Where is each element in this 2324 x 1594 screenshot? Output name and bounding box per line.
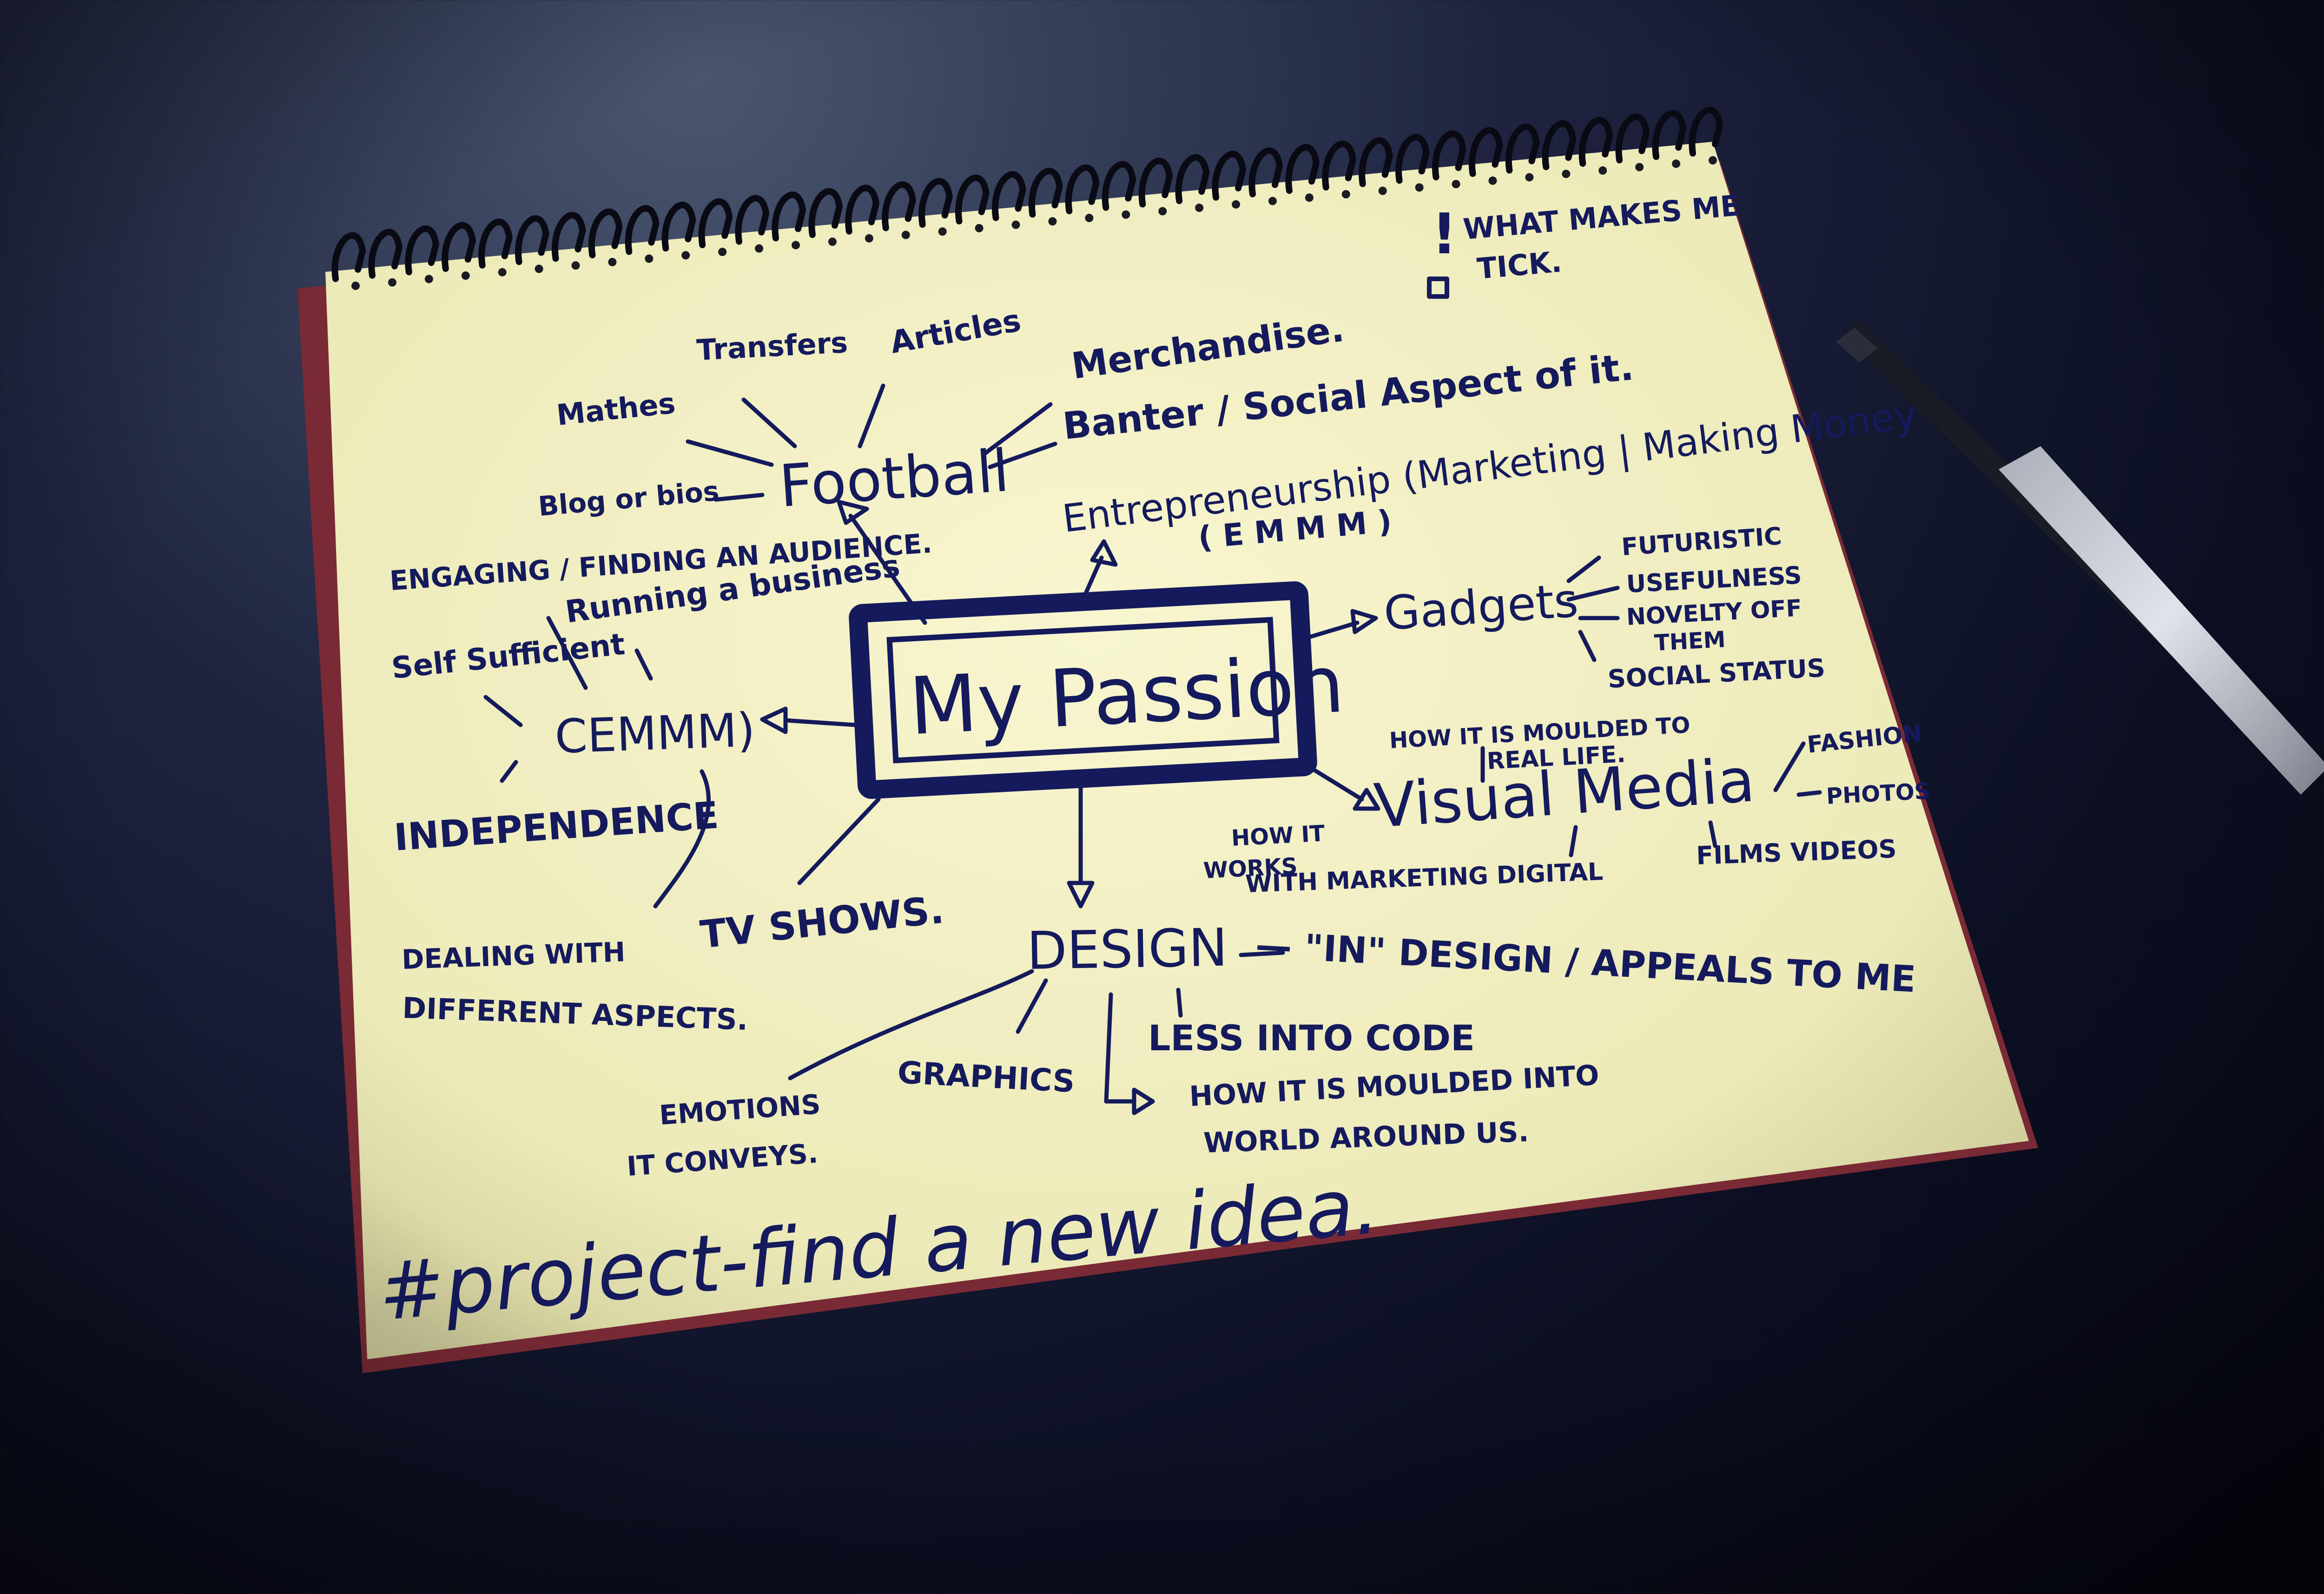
design-label: DESIGN bbox=[1026, 917, 1228, 981]
spiral-hole bbox=[1232, 200, 1241, 209]
spiral-hole bbox=[755, 244, 764, 253]
spiral-hole bbox=[608, 257, 617, 266]
spiral-hole bbox=[1525, 173, 1534, 182]
spiral-hole bbox=[388, 278, 396, 287]
svg-text:!: ! bbox=[1432, 202, 1457, 267]
spiral-hole bbox=[498, 268, 507, 277]
spiral-hole bbox=[1085, 214, 1094, 223]
gadgets-them: THEM bbox=[1654, 626, 1726, 656]
spiral-hole bbox=[1378, 186, 1387, 195]
spiral-hole bbox=[1598, 166, 1607, 175]
spiral-hole bbox=[645, 254, 654, 263]
spiral-hole bbox=[681, 251, 690, 260]
visual-media-photos: PHOTOS bbox=[1826, 778, 1931, 810]
spiral-hole bbox=[1452, 180, 1460, 189]
design-less-code: LESS INTO CODE bbox=[1148, 1017, 1475, 1059]
spiral-hole bbox=[1122, 210, 1130, 219]
spiral-hole bbox=[1305, 193, 1314, 202]
spiral-hole bbox=[865, 234, 873, 243]
spiral-hole bbox=[461, 271, 470, 280]
visual-media-how-it: HOW IT bbox=[1231, 821, 1326, 851]
spiral-hole bbox=[1562, 170, 1571, 178]
spiral-hole bbox=[1268, 197, 1277, 205]
cemmm-label: CEMMM) bbox=[554, 703, 756, 764]
spiral-hole bbox=[975, 224, 984, 232]
spiral-hole bbox=[1195, 204, 1204, 212]
spiral-hole bbox=[901, 231, 910, 239]
spiral-hole bbox=[1048, 217, 1057, 226]
spiral-hole bbox=[1488, 176, 1497, 185]
spiral-hole bbox=[792, 241, 800, 250]
spiral-hole bbox=[424, 275, 433, 283]
spiral-hole bbox=[1635, 163, 1644, 171]
spiral-hole bbox=[571, 261, 580, 270]
spiral-hole bbox=[828, 237, 837, 246]
spiral-hole bbox=[1158, 207, 1167, 216]
spiral-hole bbox=[351, 282, 360, 290]
spiral-hole bbox=[535, 264, 543, 273]
spiral-hole bbox=[1011, 220, 1020, 229]
spiral-hole bbox=[1672, 159, 1681, 168]
spiral-hole bbox=[718, 248, 727, 257]
spiral-hole bbox=[1709, 156, 1717, 165]
spiral-hole bbox=[1341, 190, 1350, 198]
spiral-hole bbox=[1415, 183, 1424, 192]
spiral-hole bbox=[938, 227, 947, 236]
